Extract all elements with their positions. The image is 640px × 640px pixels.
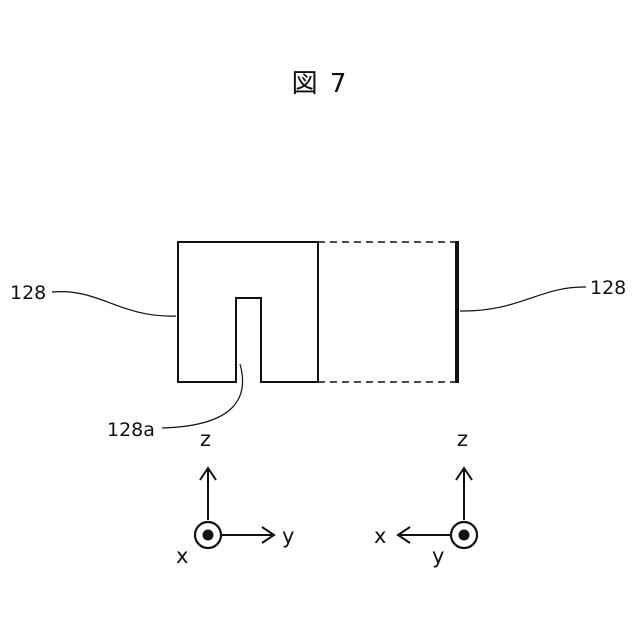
part-128-edge-view bbox=[455, 241, 459, 383]
axis-left-x-dot bbox=[203, 530, 214, 541]
axis-right-y-dot bbox=[459, 530, 470, 541]
axis-left-y-label: y bbox=[282, 524, 294, 548]
axis-right-z-label: z bbox=[457, 427, 468, 451]
leader-line-128a bbox=[162, 364, 243, 428]
axes-left: z y x bbox=[176, 427, 294, 568]
axes-right: z x y bbox=[374, 427, 477, 568]
axis-left-x-label: x bbox=[176, 544, 188, 568]
label-128a: 128a bbox=[107, 419, 155, 441]
axis-right-y-label: y bbox=[432, 544, 444, 568]
leader-line-128-left bbox=[52, 292, 176, 316]
part-128-front-view bbox=[178, 242, 318, 382]
leader-line-128-right bbox=[460, 287, 586, 311]
figure-title: 図 7 bbox=[292, 69, 349, 99]
label-128-left: 128 bbox=[10, 282, 46, 304]
axis-right-x-label: x bbox=[374, 524, 386, 548]
label-128-right: 128 bbox=[590, 277, 626, 299]
axis-left-z-label: z bbox=[200, 427, 211, 451]
